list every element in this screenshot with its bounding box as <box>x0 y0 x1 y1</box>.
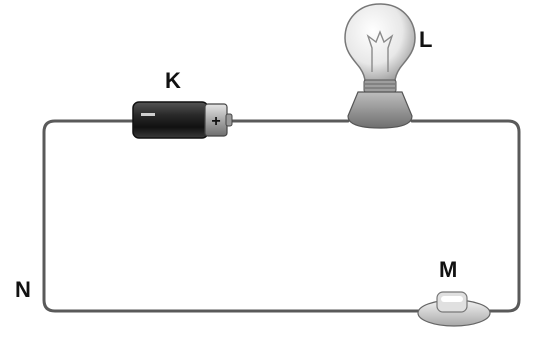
battery-label: K <box>165 68 181 93</box>
bulb-glass <box>344 3 416 83</box>
wire-loop <box>42 119 521 313</box>
battery: + <box>132 101 233 139</box>
switch <box>417 291 491 327</box>
battery-nub <box>225 113 233 127</box>
bulb-filament <box>366 30 394 72</box>
wire-left-top <box>42 119 420 313</box>
switch-label: M <box>439 257 458 282</box>
bulb-label: L <box>419 27 433 52</box>
bulb-holder <box>347 91 413 129</box>
battery-body <box>132 101 209 139</box>
battery-minus-stripe <box>141 113 155 116</box>
wire-point-label: N <box>15 277 31 302</box>
light-bulb <box>344 3 416 129</box>
bulb-neck <box>363 79 397 93</box>
wire-bulb-to-right <box>410 119 521 313</box>
battery-plus-sign: + <box>211 113 220 130</box>
